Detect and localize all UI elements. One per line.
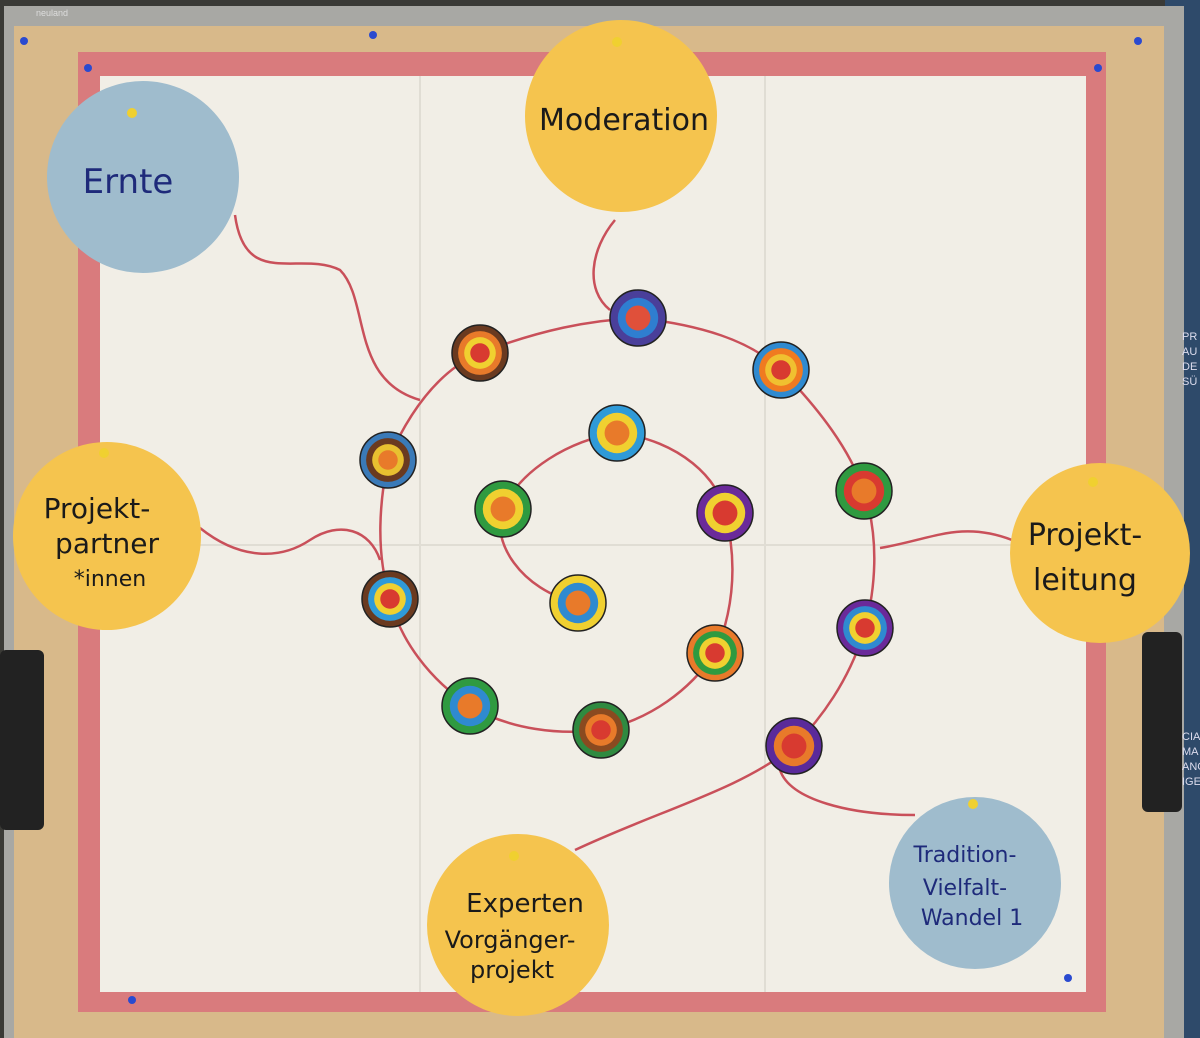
target-circle xyxy=(588,404,646,462)
card-ernte: Ernte xyxy=(47,81,239,273)
target-circle xyxy=(836,599,894,657)
brand-logo: neuland xyxy=(36,8,69,18)
card-projektleitung: Projekt- leitung xyxy=(1010,463,1190,643)
bg-text: DE xyxy=(1182,361,1198,373)
bg-text: ANG xyxy=(1182,761,1200,773)
label-projektpartner-3: *innen xyxy=(74,567,146,592)
target-circle xyxy=(696,484,754,542)
target-circle xyxy=(451,324,509,382)
target-circle xyxy=(474,480,532,538)
label-moderation: Moderation xyxy=(539,103,709,138)
label-ernte: Ernte xyxy=(83,162,174,202)
label-tradition-1: Tradition- xyxy=(913,843,1017,868)
label-experten-3: projekt xyxy=(470,956,554,984)
target-circle xyxy=(765,717,823,775)
card-experten: Experten Vorgänger- projekt xyxy=(427,834,609,1016)
board-clamp-left xyxy=(0,650,44,830)
bg-text: MA xyxy=(1182,746,1199,758)
label-projektleitung-1: Projekt- xyxy=(1028,518,1142,553)
label-experten-2: Vorgänger- xyxy=(445,926,576,954)
spiral-path xyxy=(199,214,1013,852)
background-text-bottom: CIA MA ANG IGE xyxy=(1182,730,1200,790)
bg-text: IGE xyxy=(1182,776,1200,788)
label-tradition-3: Wandel 1 xyxy=(921,906,1023,931)
target-circle xyxy=(572,701,630,759)
background-text-top: PR AU DE SÜ xyxy=(1182,330,1197,390)
target-circle xyxy=(835,462,893,520)
bg-text: AU xyxy=(1182,346,1198,358)
label-projektleitung-2: leitung xyxy=(1033,563,1137,598)
bg-text: CIA xyxy=(1182,731,1200,743)
target-circle xyxy=(752,341,810,399)
card-projektpartner: Projekt- partner *innen xyxy=(13,442,201,630)
bg-text: PR xyxy=(1182,331,1198,343)
board-clamp-right xyxy=(1142,632,1182,812)
targets-group xyxy=(359,289,894,775)
label-experten-1: Experten xyxy=(466,889,584,919)
target-circle xyxy=(686,624,744,682)
label-tradition-2: Vielfalt- xyxy=(923,876,1007,901)
target-circle xyxy=(441,677,499,735)
card-tradition: Tradition- Vielfalt- Wandel 1 xyxy=(889,797,1061,969)
label-projektpartner-2: partner xyxy=(55,527,159,560)
target-circle xyxy=(609,289,667,347)
card-moderation: Moderation xyxy=(525,20,717,212)
bg-text: SÜ xyxy=(1182,376,1198,388)
pushpins xyxy=(99,37,1098,861)
target-circle xyxy=(359,431,417,489)
target-circle xyxy=(361,570,419,628)
target-circle xyxy=(549,574,607,632)
blue-pins xyxy=(20,31,1142,1004)
label-projektpartner-1: Projekt- xyxy=(44,492,151,525)
